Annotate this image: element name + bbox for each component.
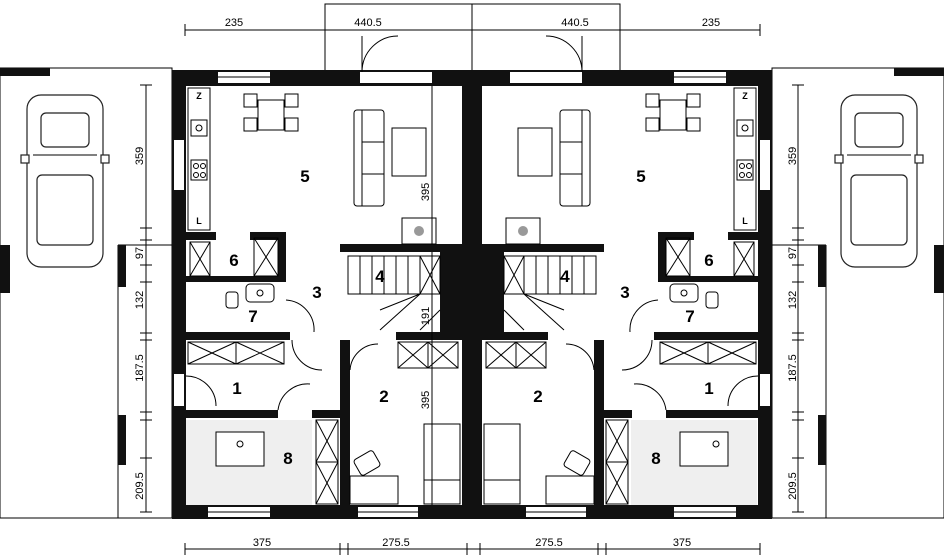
fridge-label-right: Z: [742, 91, 748, 101]
car-right: [834, 94, 924, 268]
washbasin-right: [679, 431, 729, 467]
bottom-dim-1: 375: [253, 537, 271, 549]
car-left: [20, 94, 110, 268]
top-dim-1: 235: [225, 17, 243, 29]
dining-table-right: [645, 93, 701, 132]
room-2-left: 2: [379, 387, 388, 406]
inner-dimension-lines: 395 191 395: [420, 86, 433, 505]
sofa-right: [517, 109, 591, 207]
room-7-right: 7: [685, 307, 694, 326]
room-numbers-left: 5 6 3 4 7 1 2 8: [229, 167, 388, 468]
top-porch: [324, 3, 621, 73]
bottom-dim-4: 375: [673, 537, 691, 549]
left-dim-5: 209.5: [134, 472, 146, 500]
room-numbers-right: 5 6 3 4 7 1 2 8: [533, 167, 713, 468]
kitchen-right: [733, 87, 757, 231]
left-dim-4: 187.5: [134, 354, 146, 382]
right-dim-1: 359: [787, 147, 799, 165]
wc-right: [669, 283, 719, 309]
room-1-right: 1: [704, 379, 713, 398]
stove-left: [401, 217, 437, 245]
room-2-right: 2: [533, 387, 542, 406]
right-dim-2: 97: [787, 247, 799, 259]
bottom-dim-2: 275.5: [382, 537, 410, 549]
room-5-right: 5: [636, 167, 645, 186]
room-6-right: 6: [704, 251, 713, 270]
top-dim-2: 440.5: [354, 17, 382, 29]
inner-dim-stair: 191: [420, 307, 432, 325]
room-7-left: 7: [248, 307, 257, 326]
pantry-label-right: L: [742, 216, 748, 226]
left-dimension-chain: 359 97 132 187.5 209.5: [134, 84, 152, 513]
right-dim-5: 209.5: [787, 472, 799, 500]
inner-dim-room: 395: [420, 391, 432, 409]
room-4-left: 4: [375, 267, 385, 286]
left-dim-1: 359: [134, 147, 146, 165]
room-8-right: 8: [651, 449, 660, 468]
dining-table-left: [243, 93, 299, 132]
room-4-right: 4: [560, 267, 570, 286]
room-3-left: 3: [312, 283, 321, 302]
fridge-label-left: Z: [196, 91, 202, 101]
interior-walls-left: [186, 232, 462, 510]
inner-dim-living: 395: [420, 183, 432, 201]
stove-right: [505, 217, 541, 245]
kitchen-left: [187, 87, 211, 231]
sofa-left: [353, 109, 427, 207]
right-dimension-chain: 359 97 132 187.5 209.5: [787, 84, 804, 513]
left-dim-2: 97: [134, 247, 146, 259]
right-dim-3: 132: [787, 291, 799, 309]
room-5-left: 5: [300, 167, 309, 186]
bedroom-furniture-left: [349, 423, 461, 505]
left-dim-3: 132: [134, 291, 146, 309]
room-6-left: 6: [229, 251, 238, 270]
bottom-dim-3: 275.5: [535, 537, 563, 549]
bottom-dimension-line: 375 275.5 275.5 375: [184, 537, 761, 555]
room-1-left: 1: [232, 379, 241, 398]
top-dim-3: 440.5: [561, 17, 589, 29]
wardrobes: [187, 237, 757, 505]
washbasin-left: [215, 431, 265, 467]
right-dim-4: 187.5: [787, 354, 799, 382]
room-8-left: 8: [283, 449, 292, 468]
stairs-left: [347, 255, 441, 331]
doors: [185, 35, 759, 411]
wc-left: [225, 283, 275, 309]
interior-walls-right: [482, 232, 758, 510]
stairs-right: [503, 255, 597, 331]
windows: [174, 72, 770, 517]
top-dim-4: 235: [702, 17, 720, 29]
pantry-label-left: L: [196, 216, 202, 226]
bedroom-furniture-right: [483, 423, 595, 505]
room-3-right: 3: [620, 283, 629, 302]
